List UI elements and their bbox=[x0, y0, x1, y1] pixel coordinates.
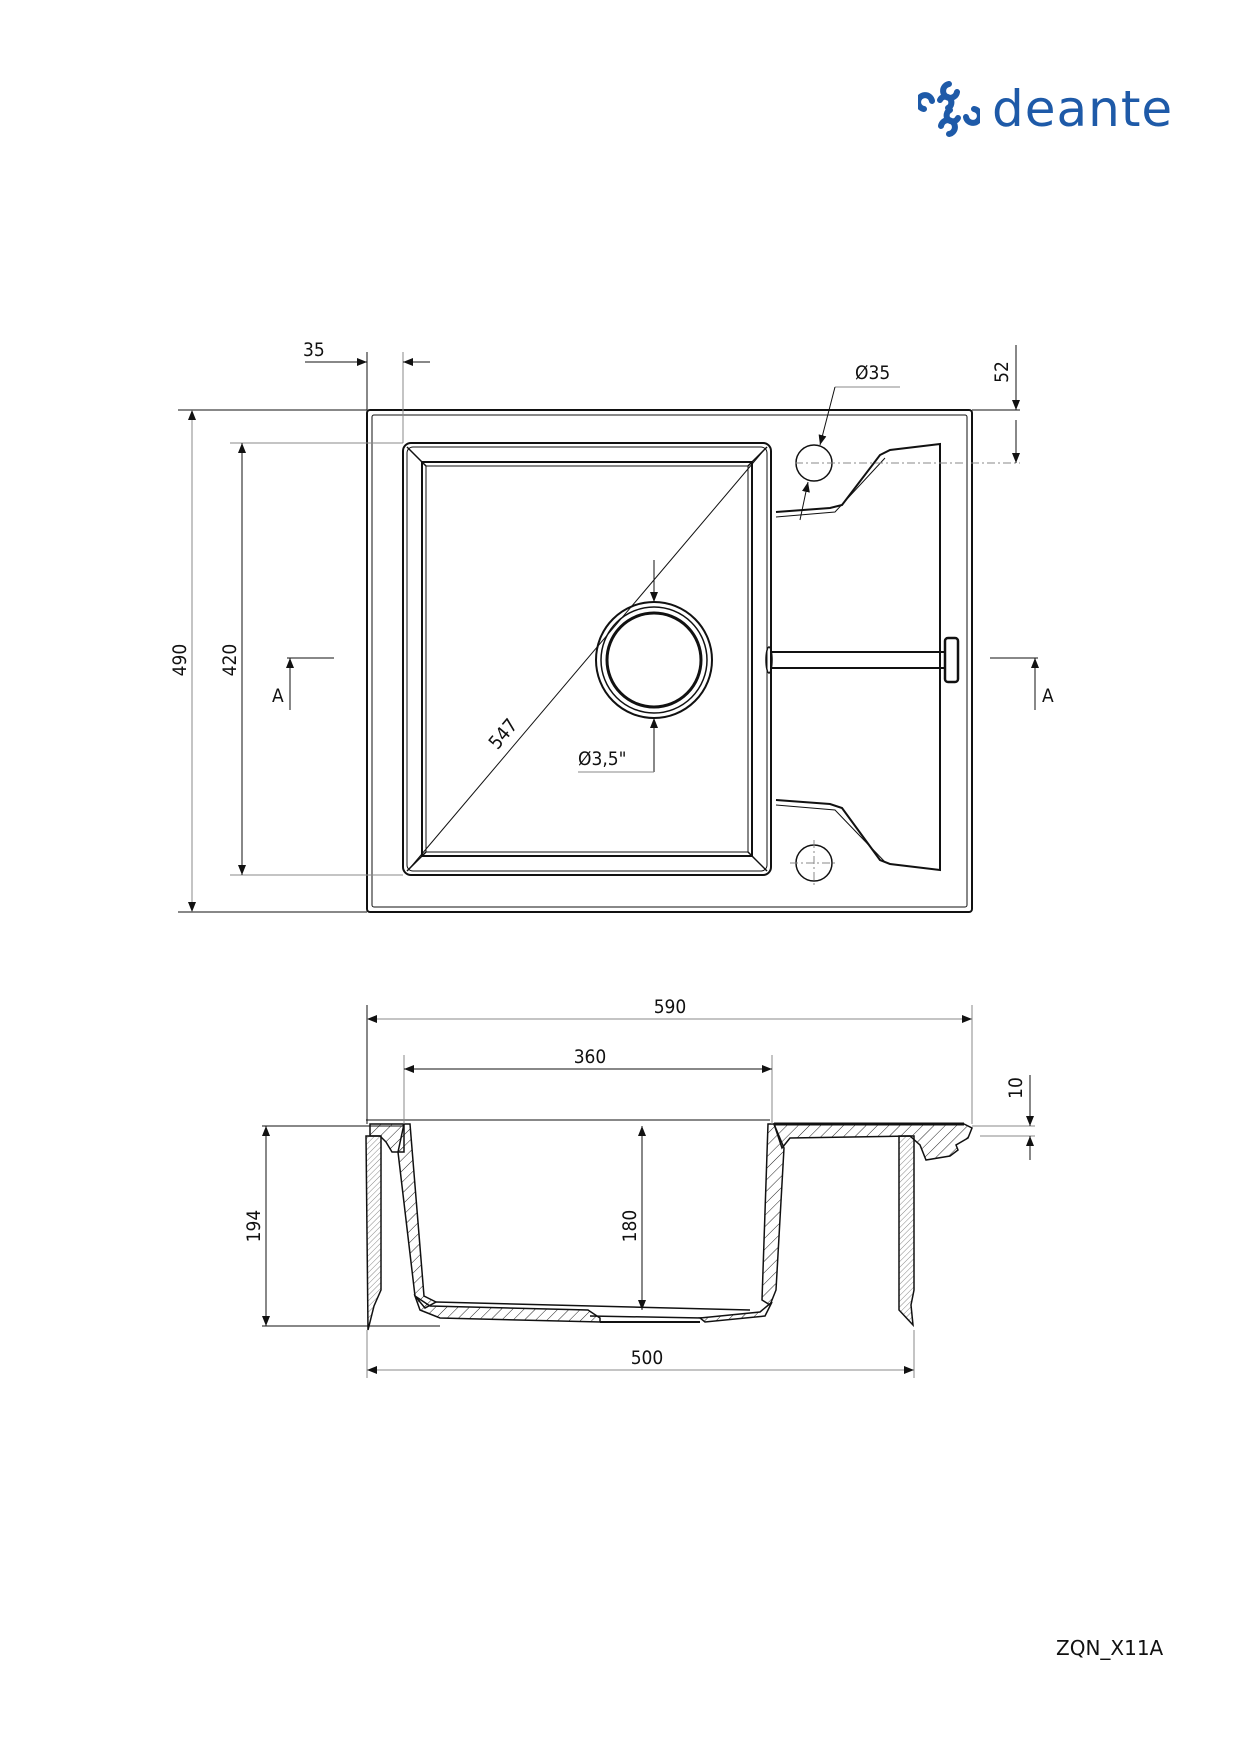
dim-bowl-diagonal: 547 bbox=[484, 715, 522, 754]
section-view-dimensions bbox=[262, 1005, 1035, 1378]
section-marker-left: A bbox=[272, 685, 284, 707]
deante-logo-icon bbox=[918, 81, 980, 137]
dim-overall-height: 194 bbox=[243, 1210, 265, 1243]
dim-bowl-height: 180 bbox=[619, 1210, 641, 1243]
dim-overall-depth: 490 bbox=[169, 644, 191, 677]
dim-drain-diameter: Ø3,5" bbox=[578, 748, 626, 770]
section-marker-right: A bbox=[1042, 685, 1054, 707]
dim-cabinet-width: 500 bbox=[631, 1347, 664, 1369]
section-view bbox=[365, 1119, 973, 1331]
dim-bowl-depth: 420 bbox=[219, 644, 241, 677]
top-view bbox=[366, 409, 1020, 913]
product-code: ZQN_X11A bbox=[1056, 1636, 1164, 1660]
dim-bowl-width: 360 bbox=[574, 1046, 607, 1068]
dim-tap-hole-offset: 52 bbox=[991, 361, 1013, 383]
dim-overall-width: 590 bbox=[654, 996, 687, 1018]
top-view-dimensions bbox=[178, 345, 1039, 913]
dim-tap-hole-diameter: Ø35 bbox=[855, 362, 890, 384]
dim-rim-height: 10 bbox=[1005, 1077, 1027, 1099]
brand-logo: deante bbox=[918, 78, 1173, 140]
brand-name: deante bbox=[992, 80, 1174, 138]
dim-offset-left: 35 bbox=[303, 339, 325, 361]
